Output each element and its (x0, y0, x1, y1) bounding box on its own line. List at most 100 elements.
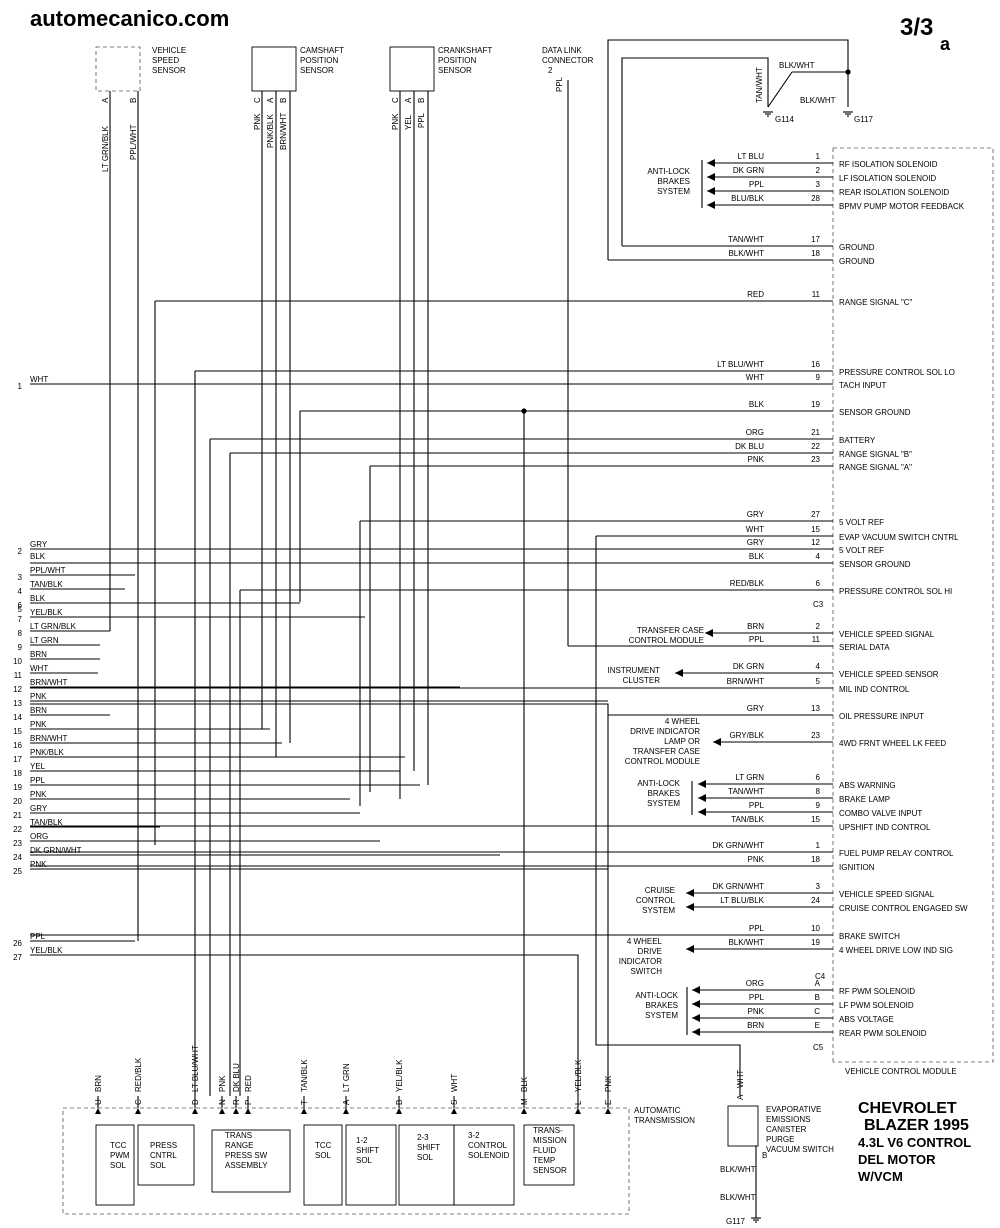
right-pin-number: 2 (816, 622, 821, 631)
trans-component-label: 3-2 (468, 1131, 480, 1140)
trans-component-label: 1-2 (356, 1136, 368, 1145)
evap-wire-color: WHT (736, 1070, 745, 1088)
side-system-label: ANTI-LOCK (637, 779, 680, 788)
left-pin-number: 22 (13, 825, 22, 834)
vcm-pin-function: PRESSURE CONTROL SOL LO (839, 368, 955, 377)
left-wire-color: BRN/WHT (30, 678, 67, 687)
right-pin-number: 18 (811, 855, 820, 864)
trans-pin-arrow (521, 1108, 527, 1114)
trans-pin-arrow (451, 1108, 457, 1114)
right-pin-number: 19 (811, 938, 820, 947)
trans-solenoid-box (211, 1129, 291, 1193)
trans-component-label: RANGE (225, 1141, 253, 1150)
left-pin-number: 4 (18, 587, 23, 596)
right-wire-color: LT BLU (738, 152, 765, 161)
right-pin-number: A (815, 979, 821, 988)
right-wire-color: BLK (749, 552, 765, 561)
right-wire-color: BLK/WHT (728, 938, 764, 947)
left-wire-color: PNK/BLK (30, 748, 64, 757)
right-wire-color: GRY/BLK (729, 731, 764, 740)
side-system-label: CONTROL MODULE (625, 757, 700, 766)
abs3-arrow (692, 1000, 700, 1008)
cmp-label: CAMSHAFT (300, 46, 344, 55)
right-wire-color: RED (747, 290, 764, 299)
vss-label: VEHICLE (152, 46, 186, 55)
trans-pin-color: RED (244, 1075, 253, 1092)
abs2-arrow (698, 808, 706, 816)
side-system-label: SYSTEM (647, 799, 680, 808)
left-pin-number: 13 (13, 699, 22, 708)
right-pin-number: 1 (816, 841, 821, 850)
trans-pin-arrow (192, 1108, 198, 1114)
trans-pin-color: YEL/BLK (395, 1059, 404, 1092)
left-pin-number: 18 (13, 769, 22, 778)
trans-pin-arrow (605, 1108, 611, 1114)
right-pin-number: 3 (816, 882, 821, 891)
left-pin-number: 20 (13, 797, 22, 806)
vcm-module-outline (833, 147, 994, 1063)
g114-label: G114 (775, 115, 795, 124)
trans-component-label: SOL (150, 1161, 167, 1170)
trans-pin-letter: P (244, 1100, 253, 1105)
title-engine: 4.3L V6 CONTROL (858, 1135, 972, 1150)
right-wire-color: ORG (746, 979, 764, 988)
dlc-label: CONNECTOR (542, 56, 594, 65)
abs2-arrow (698, 794, 706, 802)
trans-solenoid-box (137, 1124, 195, 1186)
cmp-wire-color: BRN/WHT (279, 113, 288, 150)
right-wire-color: BRN (747, 1021, 764, 1030)
left-pin-number: 17 (13, 755, 22, 764)
vcm-pin-function: SENSOR GROUND (839, 408, 911, 417)
right-pin-number: 12 (811, 538, 820, 547)
left-wire-color: WHT (30, 375, 48, 384)
trans-component-label: 2-3 (417, 1133, 429, 1142)
trans-pin-letter: E (604, 1100, 613, 1105)
trans-component-label: MISSION (533, 1136, 567, 1145)
trans-component-label: SENSOR (533, 1166, 567, 1175)
trans-component-label: SOL (315, 1151, 332, 1160)
cmp-wire-color: PNK (253, 113, 262, 130)
left-wire-color: PNK (30, 692, 47, 701)
vcm-pin-function: BPMV PUMP MOTOR FEEDBACK (839, 202, 965, 211)
right-wire-color: BRN/WHT (727, 677, 764, 686)
trans-pin-color: YEL/BLK (574, 1059, 583, 1092)
side-system-label: TRANSFER CASE (637, 626, 704, 635)
dlc-label: DATA LINK (542, 46, 582, 55)
vcm-pin-function: COMBO VALVE INPUT (839, 809, 922, 818)
left-pin-number: 26 (13, 939, 22, 948)
left-wire-color: BRN/WHT (30, 734, 67, 743)
cmp-pin: A (266, 97, 275, 103)
right-pin-number: 21 (811, 428, 820, 437)
trans-solenoid-box (95, 1124, 135, 1206)
right-wire-color: TAN/WHT (728, 235, 764, 244)
trans-pin-arrow (396, 1108, 402, 1114)
vcm-pin-function: UPSHIFT IND CONTROL (839, 823, 931, 832)
left-wire-color: PNK (30, 790, 47, 799)
right-pin-number: E (815, 1021, 820, 1030)
vss-wire-color: LT GRN/BLK (101, 125, 110, 172)
right-pin-number: 10 (811, 924, 820, 933)
left-wire-color: PPL/WHT (30, 566, 66, 575)
vcm-pin-function: 4 WHEEL DRIVE LOW IND SIG (839, 946, 953, 955)
side-system-label: DRIVE (638, 947, 662, 956)
trans-component-label: TCC (315, 1141, 332, 1150)
cmp-pin: B (279, 98, 288, 103)
trans-pin-arrow (233, 1108, 239, 1114)
left-wire-color: LT GRN (30, 636, 59, 645)
trans-component-label: ASSEMBLY (225, 1161, 268, 1170)
left-wire-color: YEL/BLK (30, 608, 63, 617)
left-pin-number: 15 (13, 727, 22, 736)
trans-pin-arrow (245, 1108, 251, 1114)
dlc-wire-color: PPL (555, 76, 564, 92)
right-pin-number: 6 (816, 579, 821, 588)
right-wire-color: BLK (749, 400, 765, 409)
ckp-sensor-box (389, 46, 435, 92)
blk-wht-ground-run (607, 39, 849, 260)
trans-component-label: TRANS (225, 1131, 252, 1140)
vcm-pin-function: CRUISE CONTROL ENGAGED SW (839, 904, 968, 913)
abs3-arrow (692, 986, 700, 994)
trans-component-label: SOL (110, 1161, 127, 1170)
tan-wht-ground-run (621, 57, 769, 246)
right-wire-color: PNK (748, 855, 765, 864)
left-wire-color: BRN (30, 650, 47, 659)
